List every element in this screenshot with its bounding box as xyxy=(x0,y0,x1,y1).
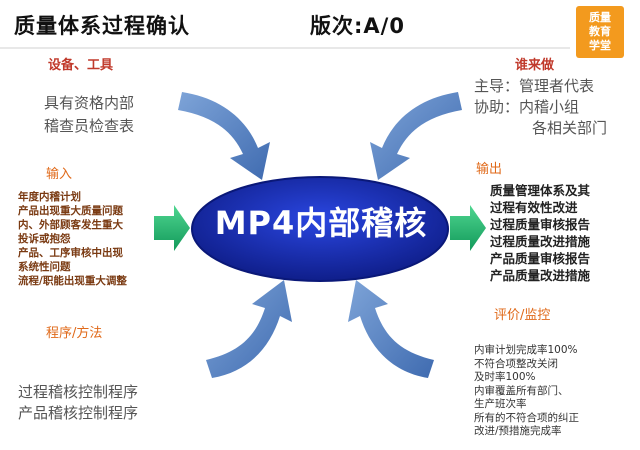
evaluation-line: 生产班次率 xyxy=(474,398,527,410)
evaluation-line: 内审覆盖所有部门、 xyxy=(474,384,569,397)
arrow-output xyxy=(450,205,486,251)
input-line: 内、外部顾客发生重大 xyxy=(18,219,123,231)
evaluation-line: 不符合项整改关闭 xyxy=(474,357,558,370)
output-line: 产品质量改进措施 xyxy=(490,268,591,283)
center-ellipse xyxy=(191,176,449,282)
who-heading: 谁来做 xyxy=(515,58,555,73)
evaluation-line: 所有的不符合项的纠正 xyxy=(474,411,579,424)
procedure-list: 过程稽核控制程序 产品稽核控制程序 xyxy=(18,382,138,424)
input-line: 投诉或抱怨 xyxy=(18,233,71,245)
evaluation-line: 内审计划完成率100% xyxy=(474,344,578,356)
output-line: 质量管理体系及其 xyxy=(490,183,591,198)
input-line: 产品、工序审核中出现 xyxy=(18,247,123,259)
input-line: 系统性问题 xyxy=(18,261,71,273)
who-list: 主导：管理者代表 协助：内稽小组 各相关部门 xyxy=(474,76,607,139)
output-heading: 输出 xyxy=(476,162,503,177)
input-line: 流程/职能出现重大调整 xyxy=(18,275,127,287)
evaluation-heading: 评价/监控 xyxy=(494,308,551,323)
version-label: 版次:A/0 xyxy=(310,14,405,38)
output-line: 过程质量改进措施 xyxy=(490,234,591,249)
logo: 质量 教育 学堂 xyxy=(576,6,624,58)
logo-line-3: 学堂 xyxy=(589,39,611,52)
procedure-line: 产品稽核控制程序 xyxy=(18,404,139,422)
procedure-line: 过程稽核控制程序 xyxy=(18,383,139,401)
evaluation-line: 改进/预措施完成率 xyxy=(474,425,562,437)
output-line: 过程质量审核报告 xyxy=(490,217,591,232)
equipment-line: 具有资格内部 xyxy=(44,94,135,112)
page-title: 质量体系过程确认 xyxy=(14,14,190,38)
arrow-input xyxy=(154,205,190,251)
logo-line-2: 教育 xyxy=(589,25,611,38)
arrow-top-left xyxy=(178,92,270,180)
output-list: 质量管理体系及其 过程有效性改进 过程质量审核报告 过程质量改进措施 产品质量审… xyxy=(490,182,590,284)
output-line: 过程有效性改进 xyxy=(490,200,578,215)
output-line: 产品质量审核报告 xyxy=(490,251,591,266)
input-heading: 输入 xyxy=(46,167,73,182)
input-line: 年度内稽计划 xyxy=(18,191,81,203)
equipment-list: 具有资格内部 稽查员检查表 xyxy=(44,92,134,138)
evaluation-line: 及时率100% xyxy=(474,371,536,383)
input-line: 产品出现重大质量问题 xyxy=(18,205,123,217)
input-list: 年度内稽计划 产品出现重大质量问题 内、外部顾客发生重大 投诉或抱怨 产品、工序… xyxy=(18,190,127,288)
arrow-bottom-left xyxy=(206,280,292,378)
equipment-line: 稽查员检查表 xyxy=(44,117,135,135)
procedure-heading: 程序/方法 xyxy=(46,326,103,341)
arrow-top-right xyxy=(370,92,462,180)
arrow-bottom-right xyxy=(348,280,434,378)
who-line: 主导：管理者代表 xyxy=(474,77,595,95)
who-line: 各相关部门 xyxy=(532,119,608,137)
who-line: 协助：内稽小组 xyxy=(474,98,580,116)
center-label: MP4内部稽核 xyxy=(214,204,428,242)
logo-line-1: 质量 xyxy=(589,11,611,24)
evaluation-list: 内审计划完成率100% 不符合项整改关闭 及时率100% 内审覆盖所有部门、 生… xyxy=(474,344,579,439)
equipment-heading: 设备、工具 xyxy=(48,58,114,73)
